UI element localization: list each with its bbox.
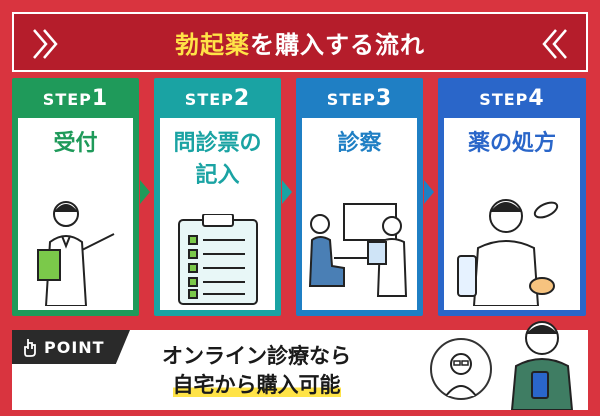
doctor-bubble [430, 338, 492, 400]
step-label: STEP1 [42, 86, 109, 111]
receptionist-icon [36, 201, 114, 306]
step-name: 薬の処方 [467, 131, 556, 156]
step-label: STEP4 [479, 86, 545, 111]
step-card-4: STEP4 薬の処方 [438, 78, 586, 316]
clipboard-checklist-icon [177, 214, 258, 305]
point-badge: POINT [12, 330, 130, 364]
double-chevron-left-icon [542, 29, 567, 59]
step-content: 問診票の 記入 [160, 118, 275, 310]
step-label: STEP3 [326, 86, 393, 111]
arrow-right-icon [282, 180, 292, 204]
step-content: 薬の処方 [444, 118, 580, 310]
point-section: POINT オンライン診療なら 自宅から購入可能 [12, 321, 588, 410]
step-card-1: STEP1 受付 [12, 78, 139, 316]
step-content: 診察 [302, 118, 417, 310]
doctor-consultation-icon [308, 203, 407, 297]
title-rest: を購入する流れ [250, 30, 425, 59]
title-highlight: 勃起薬 [175, 30, 250, 59]
step-card-2: STEP2 問診票の 記入 [154, 78, 281, 316]
point-message: オンライン診療なら 自宅から購入可能 [162, 344, 351, 397]
step-content: 受付 [18, 118, 133, 310]
double-chevron-right-icon [33, 29, 58, 59]
medicine-pharmacist-icon [457, 199, 559, 306]
step-card-3: STEP3 診察 [296, 78, 423, 316]
step-name: 受付 [53, 131, 98, 156]
doctor-face-icon [445, 353, 477, 397]
page-header: 勃起薬を購入する流れ [12, 12, 588, 72]
step-name: 問診票の 記入 [173, 131, 262, 188]
page-title: 勃起薬を購入する流れ [175, 25, 425, 60]
step-label: STEP2 [184, 86, 251, 111]
pointing-hand-icon [24, 339, 36, 357]
man-with-phone-icon [510, 321, 574, 410]
arrow-right-icon [140, 180, 150, 204]
step-name: 診察 [337, 131, 382, 156]
arrow-right-icon [424, 180, 434, 204]
